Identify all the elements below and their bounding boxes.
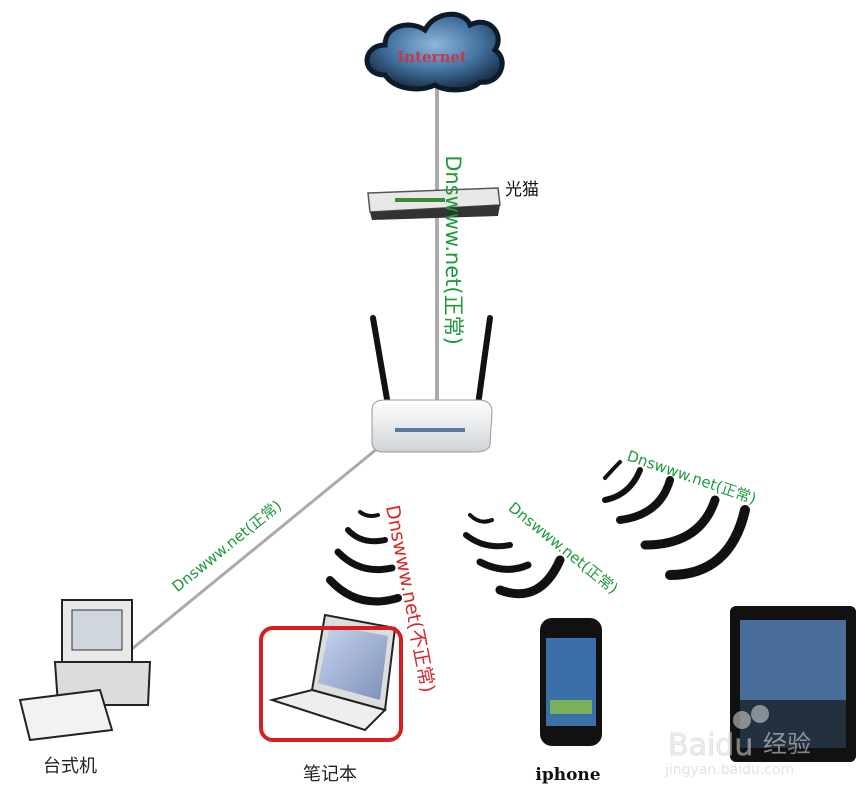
wifi-signal-ipad-icon (602, 460, 750, 580)
desktop-label: 台式机 (43, 756, 97, 777)
internet-cloud-icon: Internet (364, 11, 505, 93)
modem-label: 光猫 (505, 180, 539, 200)
desktop-link-status: Dnswww.net(正常) (169, 497, 286, 596)
modem-icon (367, 187, 501, 220)
laptop-icon (268, 613, 397, 732)
iphone-label: iphone (535, 765, 600, 785)
laptop-highlight-box (259, 626, 403, 742)
iphone-icon (540, 618, 602, 746)
laptop-label: 笔记本 (303, 764, 357, 785)
desktop-link-line (99, 446, 379, 677)
wifi-signal-iphone-icon (463, 513, 565, 599)
iphone-link-status: Dnswww.net(正常) (505, 499, 622, 598)
ipad-link-status: Dnswww.net(正常) (625, 447, 759, 508)
router-icon (370, 315, 493, 453)
desktop-computer-icon (18, 599, 152, 742)
wan-link-status: Dnswww.net(正常) (441, 155, 465, 345)
watermark-brand: Baidu (668, 728, 753, 763)
baidu-watermark: Baidu 经验 jingyan.baidu.com (664, 705, 811, 778)
watermark-url: jingyan.baidu.com (664, 762, 794, 778)
internet-label: Internet (397, 48, 467, 66)
wifi-signal-laptop-icon (326, 510, 402, 606)
watermark-product: 经验 (763, 730, 811, 758)
